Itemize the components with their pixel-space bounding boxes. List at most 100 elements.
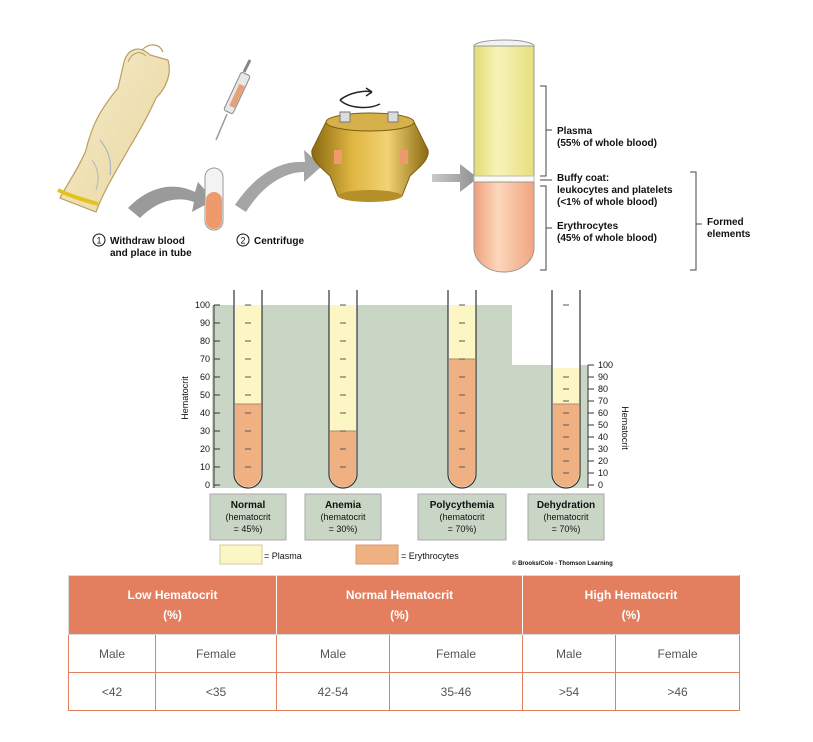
tube-hematocrit-line2: = 30%) <box>329 524 358 534</box>
right-tick-label: 60 <box>598 408 608 418</box>
label-box <box>209 493 287 541</box>
plasma-percent: (55% of whole blood) <box>557 138 657 149</box>
table-cell: Male <box>68 634 156 673</box>
syringe-illustration <box>215 59 252 141</box>
chart-tubes <box>233 290 581 489</box>
erythrocyte-fill <box>330 431 356 487</box>
tube-name: Anemia <box>325 500 362 511</box>
tube-hematocrit-line1: (hematocrit <box>320 512 366 522</box>
right-tick-label: 0 <box>598 480 603 490</box>
right-tick-label: 100 <box>598 360 613 370</box>
tube-brackets <box>540 85 702 271</box>
y-axis-label: Hematocrit <box>180 376 190 420</box>
tube-name: Polycythemia <box>430 500 495 511</box>
right-tick-label: 10 <box>598 468 608 478</box>
buffy-percent: (<1% of whole blood) <box>557 197 657 208</box>
legend-erythro-swatch <box>355 544 399 565</box>
table-cell: <35 <box>155 672 277 711</box>
tube-name: Normal <box>231 500 266 511</box>
tube-hematocrit-line2: = 70%) <box>448 524 477 534</box>
plasma-label: Plasma <box>557 126 592 137</box>
tube-dehydration <box>551 290 581 489</box>
right-tick-label: 20 <box>598 456 608 466</box>
table-cell: Male <box>522 634 616 673</box>
tube-anemia <box>328 290 358 489</box>
low-hematocrit-header: Low Hematocrit(%) <box>68 575 277 635</box>
y-axis-label-right: Hematocrit <box>620 406 630 450</box>
high-hematocrit-header: High Hematocrit(%) <box>522 575 740 635</box>
formed-label: Formed <box>707 217 744 228</box>
table-cell: Female <box>615 634 740 673</box>
tube-small <box>204 167 224 231</box>
tube-name: Dehydration <box>537 500 595 511</box>
value-row: <42 <35 42-54 35-46 >54 >46 <box>68 672 740 711</box>
tube-hematocrit-line2: = 45%) <box>234 524 263 534</box>
arrow-1 <box>128 182 214 218</box>
right-tick-label: 70 <box>598 396 608 406</box>
formed-label-2: elements <box>707 229 751 240</box>
table-cell: <42 <box>68 672 156 711</box>
table-cell: 35-46 <box>389 672 523 711</box>
erythrocyte-fill <box>235 404 261 487</box>
tube-hematocrit-line2: = 70%) <box>552 524 581 534</box>
right-tick-label: 50 <box>598 420 608 430</box>
tube-polycythemia <box>447 290 477 489</box>
copyright-credit: © Brooks/Cole - Thomson Learning <box>512 560 613 567</box>
sex-row: Male Female Male Female Male Female <box>68 634 740 673</box>
left-tick-label: 90 <box>200 318 210 328</box>
left-tick-label: 50 <box>200 390 210 400</box>
erythrocyte-fill <box>449 359 475 487</box>
arrow-2 <box>235 150 322 212</box>
step2-number: 2 <box>240 236 245 246</box>
right-tick-label: 30 <box>598 444 608 454</box>
arm-illustration <box>57 44 170 213</box>
centrifuged-tube <box>473 39 535 273</box>
table-cell: 42-54 <box>276 672 390 711</box>
left-tick-label: 40 <box>200 408 210 418</box>
plasma-fill <box>449 305 475 359</box>
left-tick-label: 0 <box>205 480 210 490</box>
hematocrit-figure: 1 Withdraw blood and place in tube 2 Cen… <box>57 39 751 567</box>
table-cell: Female <box>155 634 277 673</box>
label-box <box>527 493 605 541</box>
left-tick-label: 100 <box>195 300 210 310</box>
label-box <box>417 493 507 541</box>
plasma-fill <box>553 368 579 404</box>
plasma-fill <box>235 305 261 404</box>
erythro-percent: (45% of whole blood) <box>557 233 657 244</box>
step1-line2: and place in tube <box>110 248 192 259</box>
erythro-label: Erythrocytes <box>557 221 619 232</box>
erythrocyte-fill <box>553 404 579 487</box>
buffy-desc: leukocytes and platelets <box>557 185 673 196</box>
table-cell: >54 <box>522 672 616 711</box>
legend-erythro-label: = Erythrocytes <box>401 551 459 561</box>
left-tick-label: 80 <box>200 336 210 346</box>
normal-hematocrit-header: Normal Hematocrit(%) <box>276 575 523 635</box>
table-header-row: Low Hematocrit(%) Normal Hematocrit(%) H… <box>68 575 740 635</box>
tube-label-anemia: Anemia(hematocrit = 30%) <box>304 493 382 541</box>
left-tick-label: 10 <box>200 462 210 472</box>
right-tick-label: 80 <box>598 384 608 394</box>
tube-label-normal: Normal(hematocrit = 45%) <box>209 493 287 541</box>
table-cell: Male <box>276 634 390 673</box>
tube-hematocrit-line1: (hematocrit <box>543 512 589 522</box>
tube-hematocrit-line1: (hematocrit <box>225 512 271 522</box>
left-tick-label: 70 <box>200 354 210 364</box>
legend-plasma-swatch <box>219 544 263 565</box>
tube-label-dehydration: Dehydration(hematocrit = 70%) <box>527 493 605 541</box>
left-tick-label: 60 <box>200 372 210 382</box>
procedure-labels: 1 Withdraw blood and place in tube 2 Cen… <box>92 126 751 259</box>
left-tick-label: 30 <box>200 426 210 436</box>
buffy-label: Buffy coat: <box>557 173 609 184</box>
arrow-3 <box>432 164 478 192</box>
legend-plasma-label: = Plasma <box>264 551 302 561</box>
tube-labels: Normal(hematocrit= 45%)Anemia(hematocrit… <box>209 493 605 541</box>
tube-hematocrit-line1: (hematocrit <box>439 512 485 522</box>
tube-normal <box>233 290 263 489</box>
tube-label-polycythemia: Polycythemia(hematocrit = 70%) <box>417 493 507 541</box>
centrifuge-illustration <box>311 87 429 202</box>
right-tick-label: 90 <box>598 372 608 382</box>
